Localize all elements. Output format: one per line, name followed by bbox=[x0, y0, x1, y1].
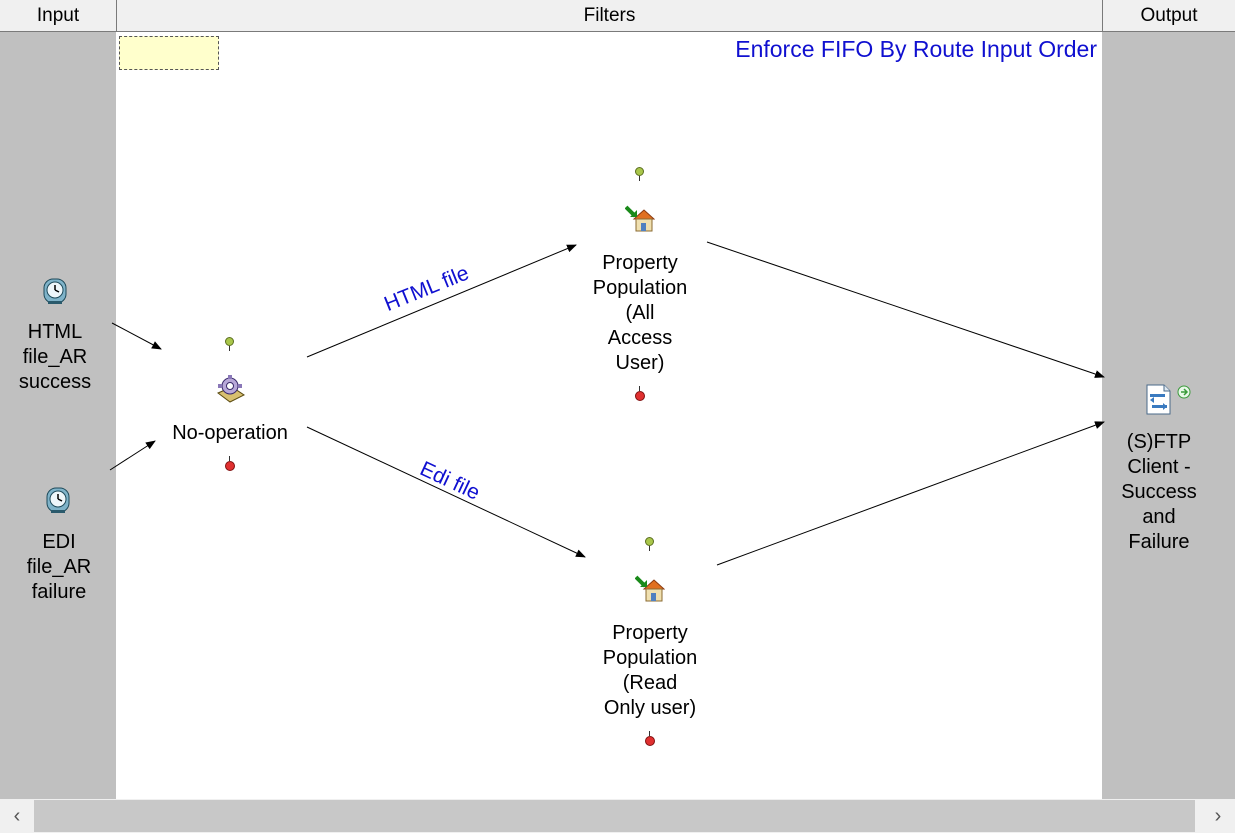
edge-noop-to-prop-read bbox=[306, 426, 586, 558]
prop-read-label: Property Population (Read Only user) bbox=[585, 621, 715, 721]
input-edi-label: EDI file_AR failure bbox=[26, 531, 92, 603]
prop-all-label: Property Population (All Access User) bbox=[575, 251, 705, 376]
sticky-note[interactable] bbox=[119, 36, 219, 70]
column-header: Input Filters Output bbox=[0, 0, 1235, 32]
edge-html-to-noop bbox=[111, 322, 162, 350]
sftp-label: (S)FTP Client - Success and Failure bbox=[1121, 431, 1197, 553]
output-lane bbox=[1102, 32, 1235, 799]
edge-prop-all-to-sftp bbox=[706, 241, 1105, 378]
property-population-icon[interactable] bbox=[624, 205, 656, 238]
scroll-left-button[interactable]: ‹ bbox=[13, 804, 21, 827]
property-population-icon[interactable] bbox=[634, 575, 666, 608]
clock-icon[interactable] bbox=[44, 485, 72, 520]
success-pin-icon bbox=[225, 337, 234, 351]
route-title: Enforce FIFO By Route Input Order bbox=[735, 36, 1097, 62]
edge-edi-to-noop bbox=[109, 440, 156, 471]
failure-pin-icon bbox=[635, 386, 645, 401]
horizontal-scrollbar[interactable]: ‹ › bbox=[0, 799, 1235, 833]
scroll-right-button[interactable]: › bbox=[1214, 804, 1222, 827]
output-column-header: Output bbox=[1103, 0, 1235, 32]
input-html-label: HTML file_AR success bbox=[18, 321, 92, 393]
input-lane bbox=[0, 32, 116, 799]
filters-column-header: Filters bbox=[117, 0, 1103, 32]
scroll-track[interactable] bbox=[34, 800, 1195, 832]
noop-label: No-operation bbox=[160, 421, 300, 446]
failure-pin-icon bbox=[645, 731, 655, 746]
failure-pin-icon bbox=[225, 456, 235, 471]
clock-icon[interactable] bbox=[41, 276, 69, 311]
gear-icon[interactable] bbox=[214, 373, 246, 410]
edge-noop-to-prop-all bbox=[306, 244, 577, 358]
success-pin-icon bbox=[635, 167, 644, 181]
success-pin-icon bbox=[645, 537, 654, 551]
input-column-header: Input bbox=[0, 0, 117, 32]
sftp-client-icon[interactable] bbox=[1144, 383, 1194, 422]
edge-prop-read-to-sftp bbox=[716, 421, 1105, 566]
